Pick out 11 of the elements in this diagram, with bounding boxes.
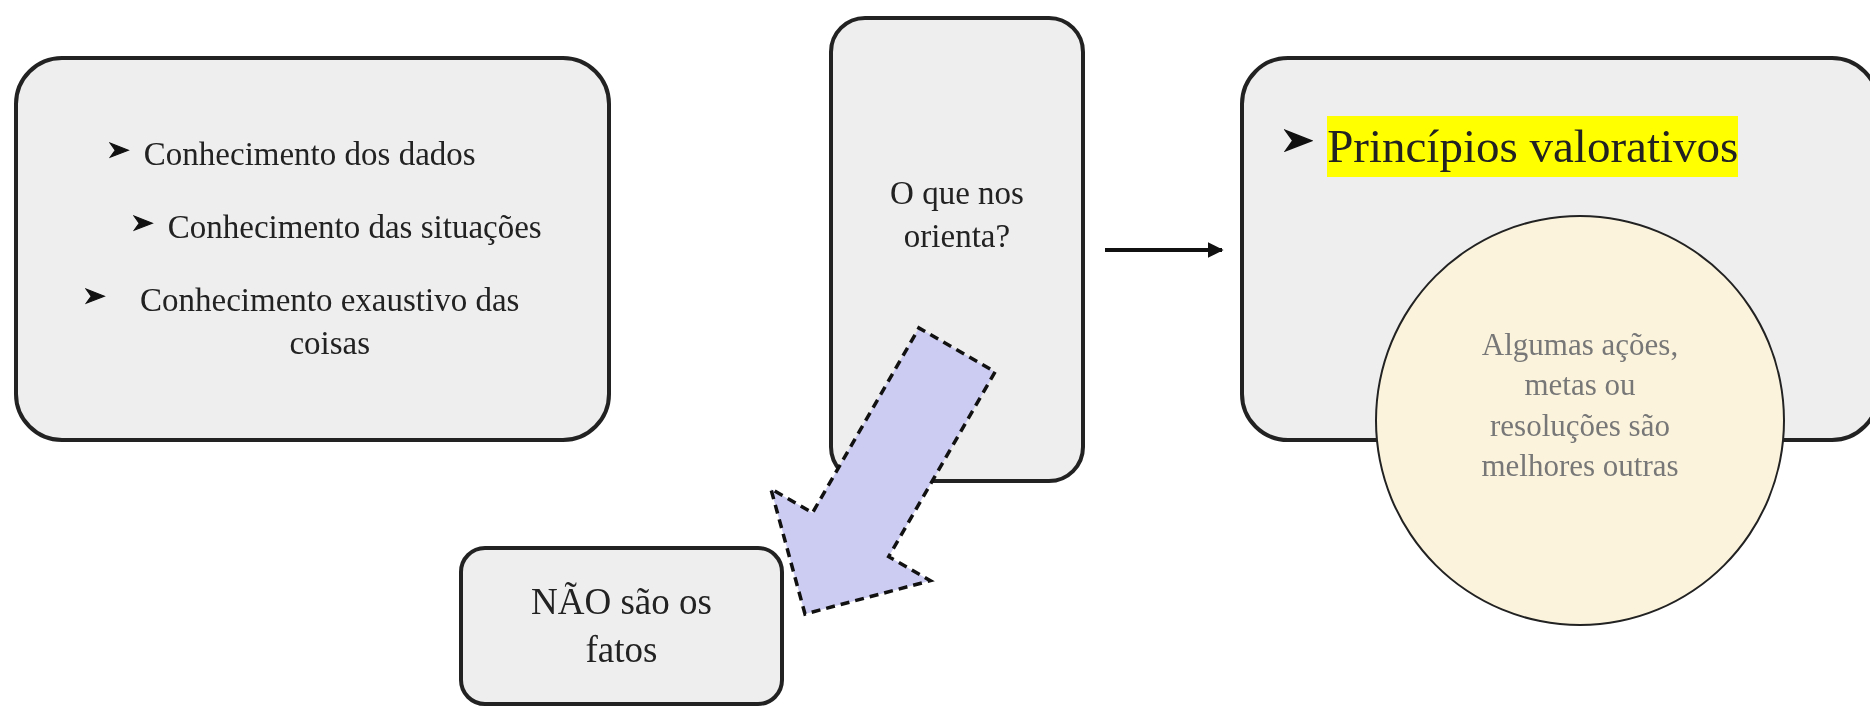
rounded-box (459, 546, 784, 706)
box-text: NÃO são os fatos (530, 579, 713, 672)
block-arrow (768, 325, 998, 617)
bullet-text: Princípios valorativos (1327, 116, 1739, 178)
rounded-box (14, 56, 611, 442)
arrow (1105, 242, 1224, 258)
box-text: Algumas ações, metas ou resoluções são melhores outras (1480, 325, 1680, 485)
bullet-text: Conhecimento dos dados (143, 135, 476, 175)
box-text: O que nos orienta? (889, 173, 1025, 256)
bullet-text: Conhecimento das situações (167, 208, 542, 248)
bullet-text: Conhecimento exaustivo das coisas (139, 281, 521, 363)
